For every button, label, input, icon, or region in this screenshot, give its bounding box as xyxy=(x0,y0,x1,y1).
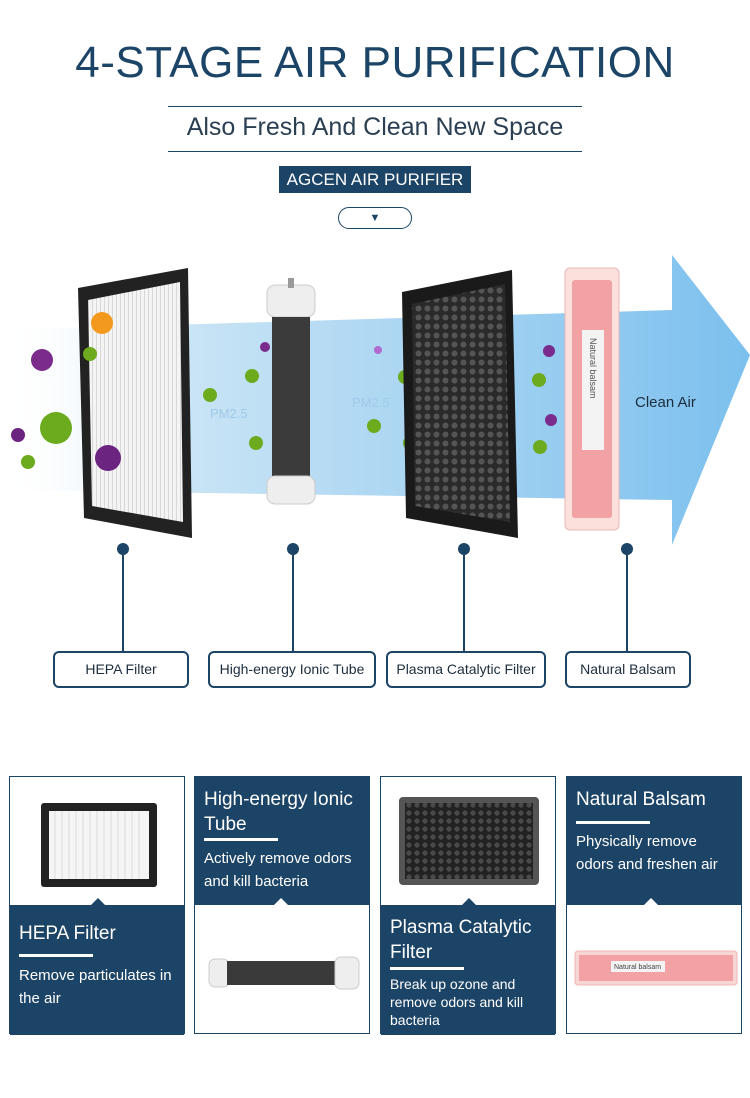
scroll-down-button[interactable]: ▼ xyxy=(338,207,412,229)
subtitle-top-rule xyxy=(168,106,582,107)
stage-stem-plasma xyxy=(463,549,465,651)
brand-badge: AGCEN AIR PURIFIER xyxy=(279,166,471,193)
card-rule xyxy=(576,821,650,824)
card-description: Actively remove odors and kill bacteria xyxy=(204,850,352,890)
feature-card-ionic: High-energy Ionic Tube Actively remove o… xyxy=(194,776,370,1034)
stage-stem-ionic xyxy=(292,549,294,651)
card-notch xyxy=(274,898,288,905)
hepa-filter-product-image xyxy=(41,803,157,887)
stage-stem-balsam xyxy=(626,549,628,651)
page-title: 4-STAGE AIR PURIFICATION xyxy=(75,38,675,87)
card-image-area: Natural balsam xyxy=(567,905,741,1035)
balsam-product-text: Natural balsam xyxy=(614,964,661,971)
card-title: Natural Balsam xyxy=(576,789,706,810)
germ-particles xyxy=(11,342,557,471)
card-image-area xyxy=(10,777,184,905)
clean-air-label: Clean Air xyxy=(635,394,696,411)
balsam-product-image: Natural balsam xyxy=(574,950,738,986)
card-text-area: Plasma Catalytic Filter Break up ozone a… xyxy=(381,898,555,1035)
card-text-area: Natural Balsam Physically remove odors a… xyxy=(567,777,741,905)
card-text-area: High-energy Ionic Tube Actively remove o… xyxy=(195,777,369,905)
stage-stem-hepa xyxy=(122,549,124,651)
card-notch xyxy=(462,898,476,905)
card-description: Break up ozone and remove odors and kill… xyxy=(390,976,524,1028)
stage-label-balsam: Natural Balsam xyxy=(565,651,691,688)
ionic-tube-illustration xyxy=(266,278,316,505)
stage-label-plasma: Plasma Catalytic Filter xyxy=(386,651,546,688)
card-text-area: HEPA Filter Remove particulates in the a… xyxy=(10,898,184,1035)
card-notch xyxy=(644,898,658,905)
card-description: Remove particulates in the air xyxy=(19,967,172,1007)
stage-label-hepa: HEPA Filter xyxy=(53,651,189,688)
feature-card-balsam: Natural Balsam Physically remove odors a… xyxy=(566,776,742,1034)
card-rule xyxy=(19,954,93,957)
card-title: High-energy Ionic Tube xyxy=(204,789,353,835)
card-rule xyxy=(390,967,464,970)
feature-card-plasma: Plasma Catalytic Filter Break up ozone a… xyxy=(380,776,556,1035)
hepa-filter-illustration xyxy=(78,268,192,538)
balsam-print-text: Natural balsam xyxy=(588,338,598,399)
balsam-illustration: Natural balsam xyxy=(564,267,620,531)
pm25-label-2: PM2.5 xyxy=(352,395,390,410)
plasma-filter-illustration xyxy=(402,270,518,538)
card-title: Plasma Catalytic Filter xyxy=(390,917,532,963)
card-image-area xyxy=(381,777,555,905)
card-notch xyxy=(91,898,105,905)
plasma-filter-product-image xyxy=(399,797,539,885)
stage-label-ionic: High-energy Ionic Tube xyxy=(208,651,376,688)
card-rule xyxy=(204,838,278,841)
card-title: HEPA Filter xyxy=(19,923,116,944)
purification-diagram: PM2.5 PM2.5 Natural balsam Clean Air xyxy=(0,255,750,545)
ionic-tube-product-image xyxy=(208,956,360,990)
subtitle-bottom-rule xyxy=(168,151,582,152)
pm25-label-1: PM2.5 xyxy=(210,406,248,421)
card-description: Physically remove odors and freshen air xyxy=(576,833,718,873)
chevron-down-icon: ▼ xyxy=(369,212,381,224)
feature-card-hepa: HEPA Filter Remove particulates in the a… xyxy=(9,776,185,1035)
page-subtitle: Also Fresh And Clean New Space xyxy=(186,113,564,141)
card-image-area xyxy=(195,905,369,1035)
